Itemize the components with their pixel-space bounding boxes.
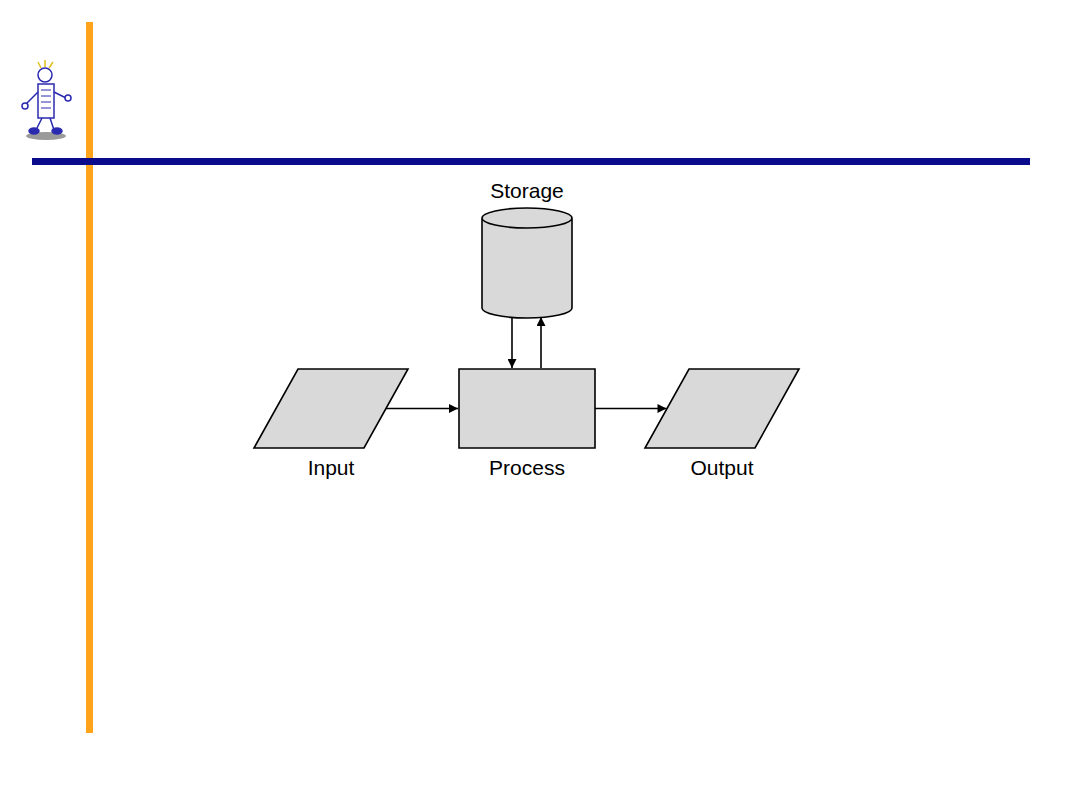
flow-arrow [540,317,542,368]
node-shape [459,369,595,448]
flow-arrow [386,408,459,410]
node-shape [482,208,572,318]
node-label: Output [579,456,865,480]
node-shape [254,369,408,448]
node-label-holder: Output [579,456,865,480]
node-label-holder: Input [188,456,474,480]
clipart-figure [22,60,71,140]
flow-arrow [595,408,667,410]
output-parallelogram: Output [644,368,800,449]
node-label: Input [188,456,474,480]
header-rule [32,158,1030,165]
storage-cylinder: Storage [481,208,573,318]
accent-bar [86,22,93,733]
flow-arrow [511,317,513,368]
node-outline [481,208,573,318]
node-label-holder: Process [393,456,661,480]
node-outline [458,368,596,449]
process-box: Process [458,368,596,449]
node-outline [644,368,800,449]
node-label: Storage [416,179,638,203]
input-parallelogram: Input [253,368,409,449]
node-outline [253,368,409,449]
node-label-holder: Storage [416,179,638,203]
node-label: Process [393,456,661,480]
node-shape [645,369,799,448]
